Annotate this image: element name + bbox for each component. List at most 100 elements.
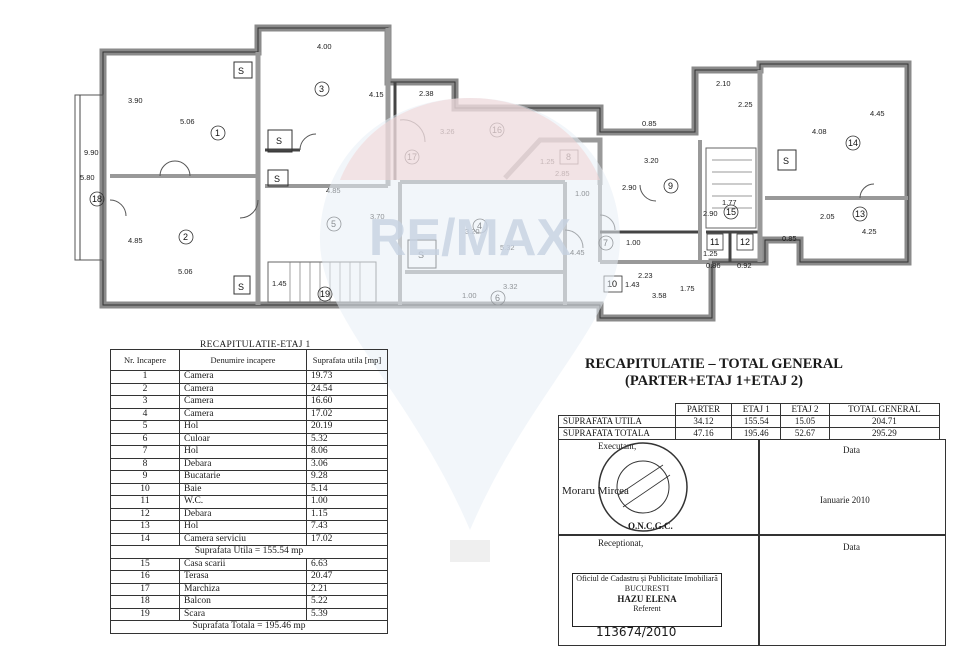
stair-marker: S [274, 174, 280, 184]
column-header [558, 403, 675, 416]
room-number-cell: 18 [110, 595, 180, 609]
dimension-label: 2.85 [555, 169, 570, 178]
general-total-table: PARTER ETAJ 1 ETAJ 2 TOTAL GENERAL SUPRA… [558, 403, 941, 440]
area-cell: 6.63 [306, 557, 388, 571]
dimension-label: 1.00 [626, 238, 641, 247]
dimension-label: 0.85 [642, 119, 657, 128]
summary-row: Suprafata Totala = 195.46 mp [110, 620, 388, 634]
recap-title: RECAPITULATIE – TOTAL GENERAL (PARTER+ET… [585, 356, 843, 390]
dimension-label: 4.85 [128, 236, 143, 245]
column-header: TOTAL GENERAL [828, 403, 941, 416]
room-number-cell: 6 [110, 432, 180, 446]
table-row: SUPRAFATA TOTALA 47.16 195.46 52.67 295.… [558, 427, 941, 440]
dimension-label: 3.20 [465, 227, 480, 236]
room-number-cell: 13 [110, 520, 180, 534]
room-number-cell: 16 [110, 570, 180, 584]
room-number-cell: 12 [110, 507, 180, 521]
table-title: RECAPITULATIE-ETAJ 1 [200, 340, 311, 350]
dimension-label: 4.08 [812, 127, 827, 136]
receptionat-label: Receptionat, [598, 538, 644, 548]
room-number: 9 [668, 181, 673, 191]
room-number-cell: 17 [110, 582, 180, 596]
room-number: 5 [331, 219, 336, 229]
room-number-cell: 19 [110, 607, 180, 621]
room-number: 7 [603, 238, 608, 248]
date-box-2 [758, 534, 946, 646]
dimension-label: 3.32 [503, 282, 518, 291]
dimension-label: 5.80 [80, 173, 95, 182]
dimension-label: 0.92 [737, 261, 752, 270]
dimension-label: 3.70 [370, 212, 385, 221]
rooms-table: Nr. Incapere Denumire incapere Suprafata… [110, 349, 388, 634]
cell-value: 34.12 [674, 415, 733, 428]
area-cell: 24.54 [306, 382, 388, 396]
dimension-label: 1.25 [703, 249, 718, 258]
dimension-label: 4.00 [317, 42, 332, 51]
room-name-cell: W.C. [179, 495, 307, 509]
room-name-cell: Hol [179, 445, 307, 459]
room-name-cell: Baie [179, 482, 307, 496]
cell-value: 155.54 [731, 415, 782, 428]
area-cell: 20.19 [306, 420, 388, 434]
dimension-label: 2.90 [703, 209, 718, 218]
dimension-label: 1.43 [625, 280, 640, 289]
room-number-cell: 10 [110, 482, 180, 496]
stamp-line: BUCURESTI [624, 584, 670, 593]
area-cell: 8.06 [306, 445, 388, 459]
area-cell: 16.60 [306, 395, 388, 409]
floor-plan: S S S S S S 1 2 3 4 5 6 7 8 9 10 11 12 1… [74, 24, 912, 322]
recap-title-line1: RECAPITULATIE – TOTAL GENERAL [585, 356, 843, 372]
room-name-cell: Debara [179, 507, 307, 521]
room-number-cell: 7 [110, 445, 180, 459]
room-name-cell: Hol [179, 420, 307, 434]
room-name-cell: Camera [179, 407, 307, 421]
dimension-label: 4.25 [862, 227, 877, 236]
room-name-cell: Balcon [179, 595, 307, 609]
executant-box [558, 439, 760, 536]
area-cell: 2.21 [306, 582, 388, 596]
recap-title-line2: (PARTER+ETAJ 1+ETAJ 2) [625, 373, 803, 389]
room-number-cell: 1 [110, 370, 180, 384]
column-header: Denumire incapere [179, 349, 307, 371]
room-number: 13 [855, 209, 865, 219]
room-name-cell: Marchiza [179, 582, 307, 596]
area-cell: 19.73 [306, 370, 388, 384]
dimension-label: 2.25 [738, 100, 753, 109]
room-name-cell: Scara [179, 607, 307, 621]
executant-label: Executant, [598, 441, 637, 451]
dimension-label: 1.00 [462, 291, 477, 300]
cadastre-stamp: Oficiul de Cadastru și Publicitate Imobi… [572, 573, 722, 627]
dimension-label: 1.75 [680, 284, 695, 293]
cell-value: 204.71 [828, 415, 941, 428]
dimension-label: 1.00 [575, 189, 590, 198]
cell-value: 52.67 [780, 427, 830, 440]
dimension-label: 4.45 [570, 248, 585, 257]
dimension-label: 2.90 [622, 183, 637, 192]
dimension-label: 5.06 [180, 117, 195, 126]
authorization-seal-icon [598, 442, 688, 532]
stair-marker: S [238, 282, 244, 292]
area-cell: 5.39 [306, 607, 388, 621]
date-label: Data [843, 445, 860, 455]
dimension-label: 0.86 [706, 261, 721, 270]
stair-marker: S [276, 136, 282, 146]
room-name-cell: Culoar [179, 432, 307, 446]
column-header: Suprafata utila [mp] [306, 349, 388, 371]
dimension-label: 1.45 [272, 279, 287, 288]
room-number-cell: 4 [110, 407, 180, 421]
room-number-cell: 14 [110, 532, 180, 546]
room-name-cell: Hol [179, 520, 307, 534]
floor-plan-drawing: S S S S S S 1 2 3 4 5 6 7 8 9 10 11 12 1… [74, 24, 912, 322]
room-number-cell: 9 [110, 470, 180, 484]
column-header: PARTER [674, 403, 733, 416]
